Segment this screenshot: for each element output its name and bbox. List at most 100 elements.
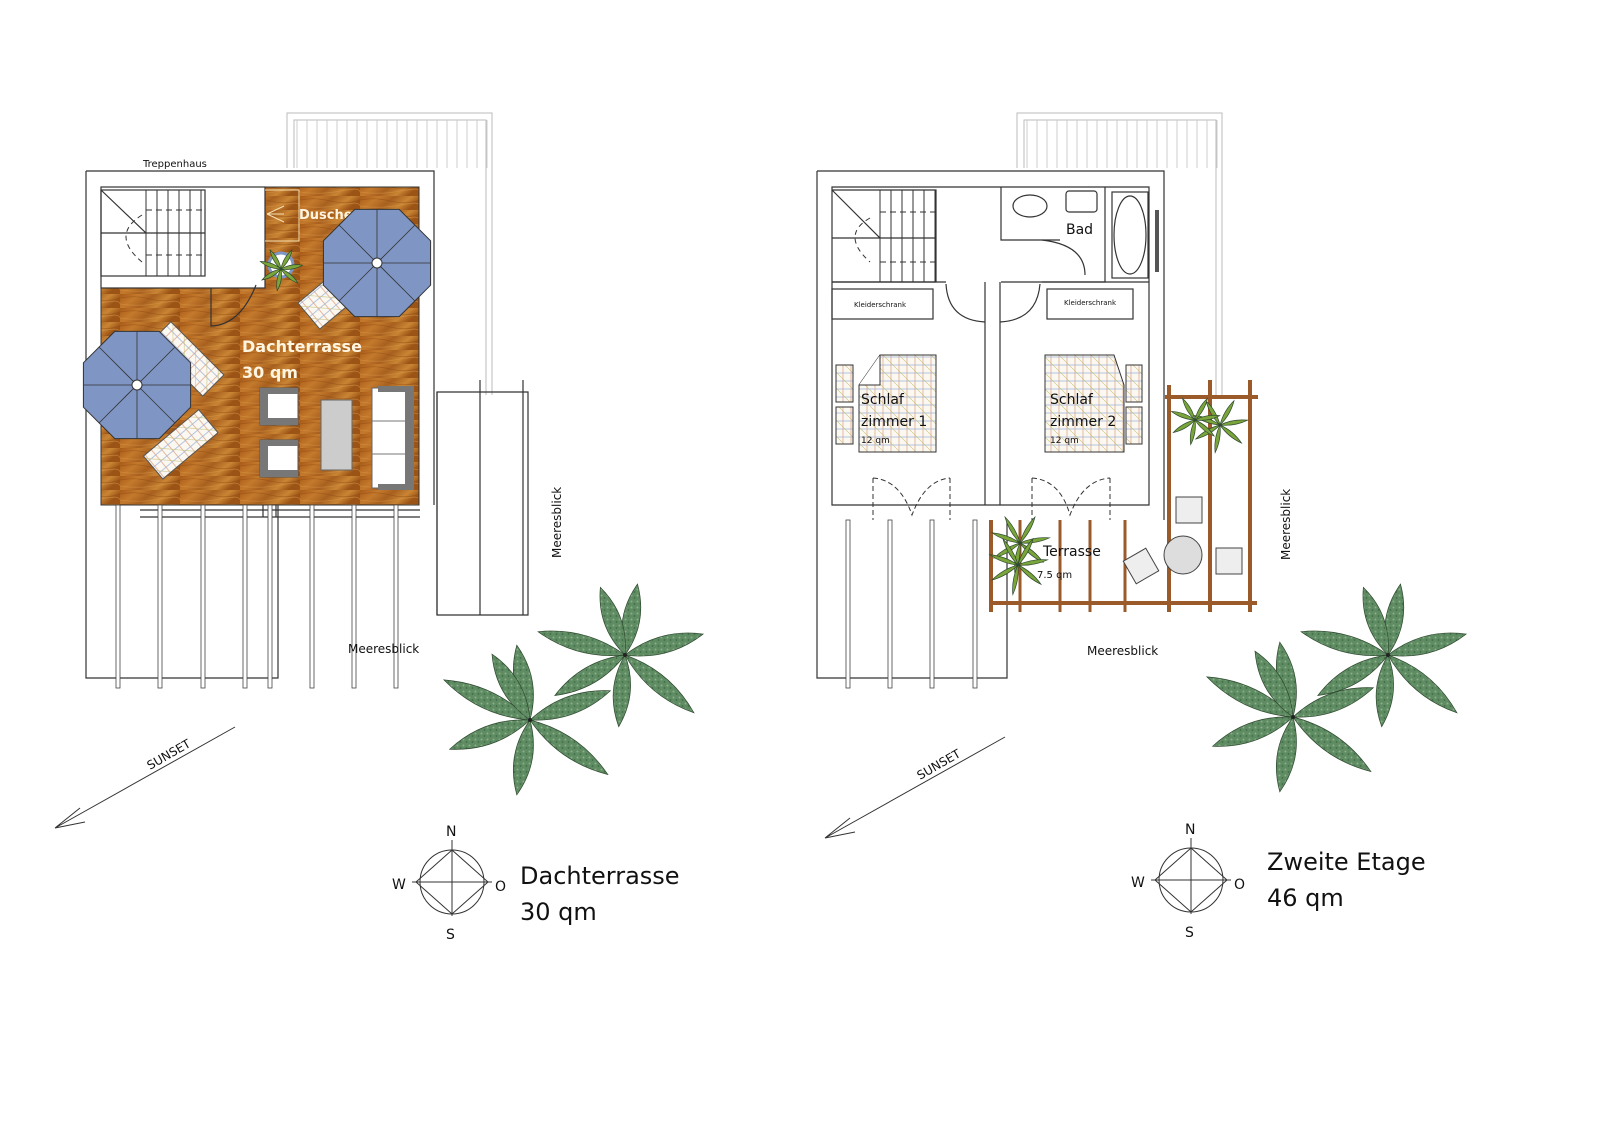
palm-leaf xyxy=(1254,650,1294,718)
palm-leaf xyxy=(1375,654,1394,728)
bedroom-1-label-2: zimmer 1 xyxy=(861,414,927,430)
railing-top xyxy=(1016,112,1223,395)
palm-leaf xyxy=(1189,418,1196,446)
palm-center xyxy=(1291,715,1295,719)
palm-leaf xyxy=(1016,559,1049,566)
palm-leaf xyxy=(512,719,534,796)
palm-leaf xyxy=(1214,423,1221,454)
palm-leaf xyxy=(554,654,626,696)
terrace-area: 7.5 qm xyxy=(1037,570,1072,581)
palm-leaf xyxy=(990,564,1020,581)
bedroom-1-label: Schlaf xyxy=(861,392,905,408)
palm-leaf xyxy=(1219,399,1235,427)
umbrella-rib xyxy=(136,346,176,386)
palm-leaf xyxy=(612,654,631,728)
palm-leaf xyxy=(1292,716,1372,773)
sunset-arrow: SUNSET xyxy=(824,736,1006,839)
palm-leaf xyxy=(1016,564,1043,586)
palm-leaf xyxy=(1362,586,1389,656)
sea-view-bottom-label: Meeresblick xyxy=(1087,644,1158,658)
palm-leaf xyxy=(1211,716,1294,747)
palm-leaf xyxy=(1387,654,1458,714)
compass-north: N xyxy=(1185,822,1195,838)
palm-leaf xyxy=(280,268,299,284)
balcony-post xyxy=(393,504,399,689)
palm-leaf xyxy=(624,654,695,714)
plan-area: 46 qm xyxy=(1267,884,1344,912)
palm-leaf xyxy=(1275,716,1297,793)
palm-leaf xyxy=(491,653,531,721)
compass-west: W xyxy=(1131,875,1145,891)
palm-leaf xyxy=(1181,397,1196,421)
umbrella xyxy=(82,330,192,440)
palm-leaf xyxy=(529,690,612,721)
palm-leaf xyxy=(269,249,282,270)
palm-leaf xyxy=(1194,397,1209,421)
palm-tree xyxy=(1300,583,1468,728)
sea-view-side-label: Meeresblick xyxy=(1279,489,1293,560)
umbrella-rib xyxy=(136,384,176,424)
potted-plant xyxy=(259,249,304,292)
balcony-post xyxy=(267,504,273,689)
balcony-post xyxy=(309,504,315,689)
umbrella xyxy=(322,208,432,318)
compass-north: N xyxy=(446,824,456,840)
palm-leaf xyxy=(599,586,626,656)
bedroom-2-area: 12 qm xyxy=(1050,436,1079,446)
palm-leaf xyxy=(1193,414,1221,421)
compass-east: O xyxy=(495,879,506,895)
stairwell xyxy=(100,186,266,327)
balcony-post xyxy=(887,519,893,689)
sunset-arrow: SUNSET xyxy=(54,726,236,829)
outer-wall xyxy=(85,170,435,679)
wardrobe-label-1: Kleiderschrank xyxy=(854,301,907,309)
palm-leaf xyxy=(1172,419,1196,434)
sea-view-side-label: Meeresblick xyxy=(550,487,564,558)
plan-title: Zweite Etage xyxy=(1267,848,1426,876)
palm-leaf xyxy=(259,261,282,270)
palm-leaf xyxy=(1206,676,1294,718)
palm-leaf xyxy=(537,630,626,656)
palm-leaf xyxy=(624,632,705,657)
left-plan-roof-terrace: Treppenhaus Dusche Dachterrasse 30 qm xyxy=(54,112,705,943)
bedroom-2-label: Schlaf xyxy=(1050,392,1094,408)
umbrella-rib xyxy=(376,262,416,302)
palm-tree xyxy=(1206,641,1375,793)
palm-leaf xyxy=(1292,687,1375,718)
stairwell xyxy=(831,189,937,283)
balcony-post xyxy=(242,504,248,689)
palm-leaf xyxy=(276,267,282,292)
umbrella-rib xyxy=(98,346,138,386)
umbrella-pole xyxy=(371,257,383,269)
bath-label: Bad xyxy=(1066,222,1093,238)
compass-south: S xyxy=(446,927,455,943)
terrace-area: 30 qm xyxy=(242,363,298,382)
palm-leaf xyxy=(1194,419,1216,437)
palm-leaf xyxy=(1219,424,1243,444)
shower-label: Dusche xyxy=(299,208,353,223)
palm-leaf xyxy=(1002,537,1019,567)
compass: N S W O xyxy=(1131,822,1245,941)
compass-south: S xyxy=(1185,925,1194,941)
balcony-post xyxy=(200,504,206,689)
palm-leaf xyxy=(1317,654,1389,696)
right-plan-second-floor: Bad Kleiderschrank Kleiderschrank Schlaf… xyxy=(816,112,1468,941)
compass-west: W xyxy=(392,877,406,893)
sea-view-bottom-label: Meeresblick xyxy=(348,642,419,656)
palm-leaf xyxy=(1019,515,1036,545)
balcony-post xyxy=(972,519,978,689)
balcony-post xyxy=(115,504,121,689)
palm-leaf xyxy=(1012,563,1019,596)
palm-leaf xyxy=(1218,419,1249,426)
bedroom-1-area: 12 qm xyxy=(861,436,890,446)
balcony-post xyxy=(929,519,935,689)
palm-leaf xyxy=(1300,630,1389,656)
palm-tree xyxy=(443,644,612,796)
palm-tree xyxy=(537,583,705,728)
bed-1 xyxy=(835,354,937,453)
balcony-post xyxy=(845,519,851,689)
terrace-label: Dachterrasse xyxy=(242,337,362,356)
bed-2 xyxy=(1044,354,1143,453)
palm-leaf xyxy=(1387,632,1468,657)
